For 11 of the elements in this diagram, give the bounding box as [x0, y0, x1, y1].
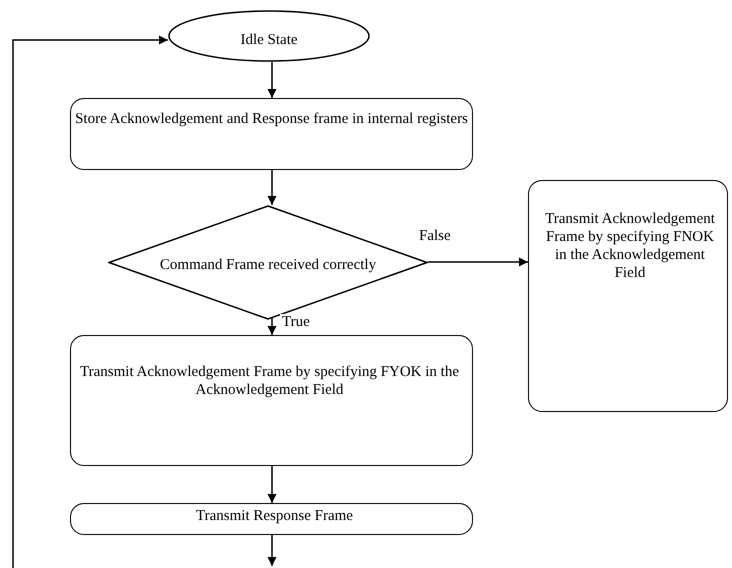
- arrow: [12, 36, 168, 568]
- arrow: [268, 466, 276, 503]
- arrow: [428, 258, 528, 266]
- arrow: [268, 62, 276, 98]
- process-box: Store Acknowledgement and Response frame in internal registers: [70, 98, 473, 170]
- arrow: [268, 535, 276, 566]
- arrow: [268, 316, 276, 335]
- arrow: [268, 170, 276, 205]
- process-box: Transmit Acknowledgement Frame by specifying FYOK in the Acknowledgement Field: [70, 335, 473, 466]
- process-box: Transmit Response Frame: [70, 503, 473, 535]
- process-box: Transmit Acknowledgement Frame by specifying FNOK in the Acknowledgement Field: [528, 180, 728, 412]
